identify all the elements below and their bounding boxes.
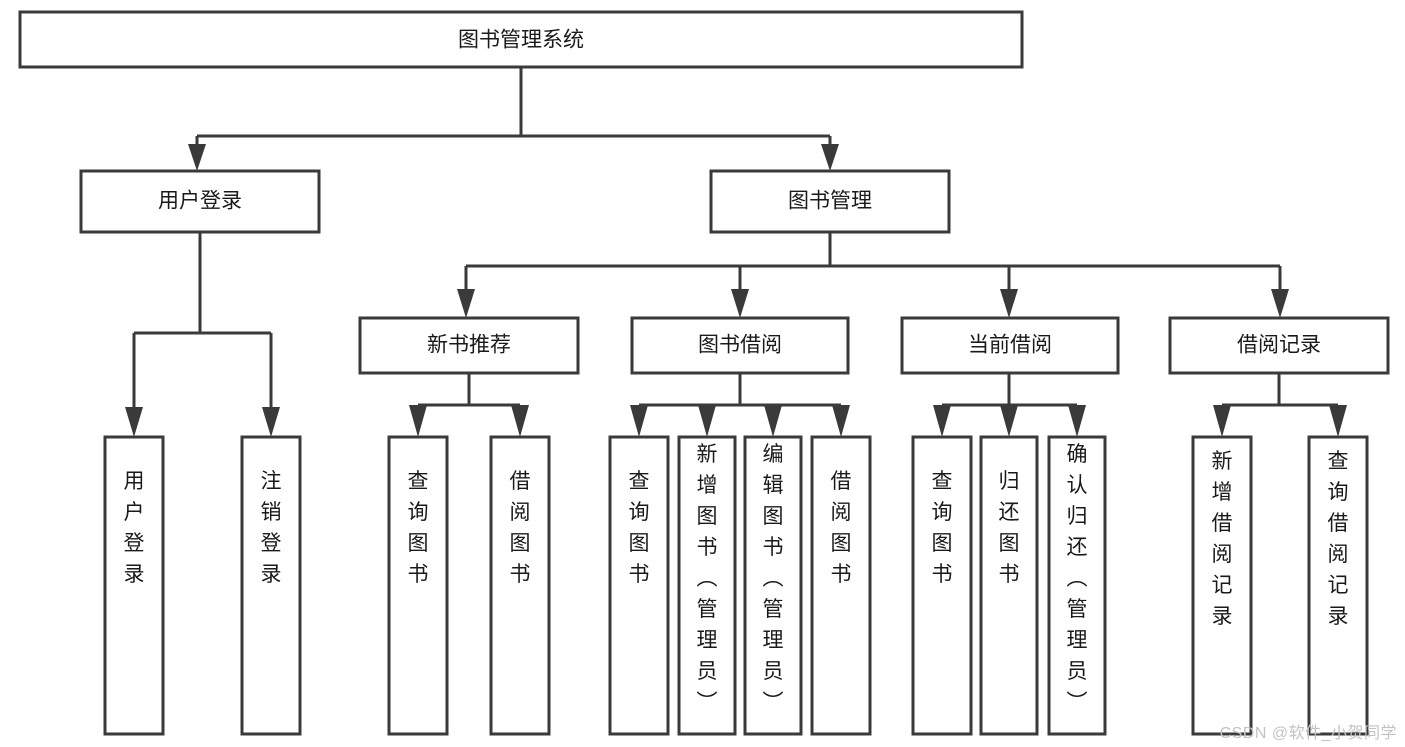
node-leaf-add-record-box[interactable] (1191, 435, 1253, 736)
node-leaf-query-book-3[interactable]: 查询图书 (911, 435, 973, 736)
node-leaf-confirm-return-box[interactable] (1047, 435, 1107, 736)
node-leaf-logout-login-box[interactable] (240, 435, 302, 736)
node-leaf-query-book-3-label: 查询图书 (932, 470, 953, 586)
arrow-head-leaf-add-record (1213, 405, 1231, 437)
node-leaf-add-record-label: 新增借阅记录 (1212, 450, 1233, 628)
node-leaf-add-book-box[interactable] (677, 435, 737, 736)
arrow-head-leaf-user-login (125, 407, 143, 437)
node-leaf-user-login-label: 用户登录 (124, 470, 145, 586)
node-leaf-query-record-box[interactable] (1307, 435, 1369, 736)
node-current-borrow-box[interactable] (900, 316, 1120, 375)
node-leaf-user-login[interactable]: 用户登录 (103, 435, 165, 736)
node-leaf-query-book-1-box[interactable] (387, 435, 449, 736)
node-book-borrow-label: 图书借阅 (698, 334, 782, 357)
arrow-head-leaf-edit-book (764, 405, 782, 437)
node-leaf-query-book-2-box[interactable] (608, 435, 670, 736)
node-leaf-logout-login-label: 注销登录 (261, 470, 282, 586)
arrow-head-leaf-query-book-3 (933, 405, 951, 437)
arrow-head-leaf-borrow-book-1 (511, 405, 529, 437)
node-leaf-add-record[interactable]: 新增借阅记录 (1191, 435, 1253, 736)
node-leaf-return-book-box[interactable] (979, 435, 1039, 736)
node-leaf-borrow-book-1[interactable]: 借阅图书 (489, 435, 551, 736)
node-leaf-user-login-box[interactable] (103, 435, 165, 736)
node-root[interactable]: 图书管理系统 (18, 10, 1024, 69)
node-leaf-query-book-2-label: 查询图书 (629, 470, 650, 586)
connector-group-book-manage (457, 232, 1289, 318)
node-leaf-borrow-book-1-box[interactable] (489, 435, 551, 736)
node-leaf-borrow-book-2-label: 借阅图书 (831, 470, 852, 586)
node-user-login-box[interactable] (79, 169, 321, 234)
arrow-head-new-book-recommend (457, 289, 475, 318)
node-leaf-query-book-1-label: 查询图书 (408, 470, 429, 586)
node-leaf-borrow-book-2[interactable]: 借阅图书 (810, 435, 872, 736)
node-leaf-borrow-book-1-label: 借阅图书 (510, 470, 531, 586)
connector-group-new-book-recommend (409, 373, 529, 437)
node-borrow-record[interactable]: 借阅记录 (1168, 316, 1390, 375)
node-leaf-query-record-label: 查询借阅记录 (1328, 450, 1349, 628)
node-leaf-confirm-return[interactable]: 确认归还︵管理员︶ (1047, 435, 1107, 736)
node-leaf-query-record[interactable]: 查询借阅记录 (1307, 435, 1369, 736)
node-user-login-label: 用户登录 (158, 190, 242, 213)
node-leaf-add-book-label: 新增图书︵管理员︶ (697, 443, 718, 714)
node-root-box[interactable] (18, 10, 1024, 69)
connector-group-book-borrow (630, 373, 850, 437)
connector-group-user-login (125, 232, 280, 437)
node-new-book-recommend[interactable]: 新书推荐 (358, 316, 580, 375)
node-leaf-add-book[interactable]: 新增图书︵管理员︶ (677, 435, 737, 736)
node-borrow-record-label: 借阅记录 (1237, 334, 1321, 357)
node-user-login[interactable]: 用户登录 (79, 169, 321, 234)
node-new-book-recommend-box[interactable] (358, 316, 580, 375)
arrow-head-leaf-add-book (698, 405, 716, 437)
node-book-manage[interactable]: 图书管理 (709, 169, 951, 234)
node-current-borrow-label: 当前借阅 (968, 334, 1052, 357)
node-leaf-borrow-book-2-box[interactable] (810, 435, 872, 736)
node-leaf-edit-book[interactable]: 编辑图书︵管理员︶ (743, 435, 803, 736)
connector-group-current-borrow (933, 373, 1086, 437)
connector-group-root (188, 67, 839, 171)
arrow-head-borrow-record (1271, 289, 1289, 318)
node-leaf-edit-book-label: 编辑图书︵管理员︶ (763, 443, 784, 714)
arrow-head-leaf-confirm-return (1068, 405, 1086, 437)
node-book-manage-box[interactable] (709, 169, 951, 234)
node-leaf-query-book-2[interactable]: 查询图书 (608, 435, 670, 736)
node-book-manage-label: 图书管理 (788, 190, 872, 213)
node-leaf-logout-login[interactable]: 注销登录 (240, 435, 302, 736)
connector-group-borrow-record (1213, 373, 1347, 437)
arrow-head-leaf-return-book (1000, 405, 1018, 437)
node-leaf-return-book-label: 归还图书 (999, 470, 1020, 586)
arrow-head-book-borrow (731, 289, 749, 318)
node-book-borrow[interactable]: 图书借阅 (630, 316, 850, 375)
node-root-label: 图书管理系统 (458, 29, 584, 52)
node-leaf-query-book-3-box[interactable] (911, 435, 973, 736)
arrow-head-current-borrow (1000, 289, 1018, 318)
arrow-head-leaf-query-record (1329, 405, 1347, 437)
node-current-borrow[interactable]: 当前借阅 (900, 316, 1120, 375)
node-leaf-return-book[interactable]: 归还图书 (979, 435, 1039, 736)
node-leaf-query-book-1[interactable]: 查询图书 (387, 435, 449, 736)
node-new-book-recommend-label: 新书推荐 (427, 334, 511, 357)
node-borrow-record-box[interactable] (1168, 316, 1390, 375)
node-leaf-confirm-return-label: 确认归还︵管理员︶ (1067, 443, 1088, 714)
node-leaf-edit-book-box[interactable] (743, 435, 803, 736)
arrow-head-book-manage (821, 144, 839, 171)
arrow-head-leaf-logout-login (262, 407, 280, 437)
node-book-borrow-box[interactable] (630, 316, 850, 375)
arrow-head-user-login (188, 144, 206, 171)
arrow-head-leaf-query-book-2 (630, 405, 648, 437)
watermark-label: CSDN @软件_小贺同学 (1219, 725, 1397, 742)
arrow-head-leaf-query-book-1 (409, 405, 427, 437)
arrow-head-leaf-borrow-book-2 (832, 405, 850, 437)
